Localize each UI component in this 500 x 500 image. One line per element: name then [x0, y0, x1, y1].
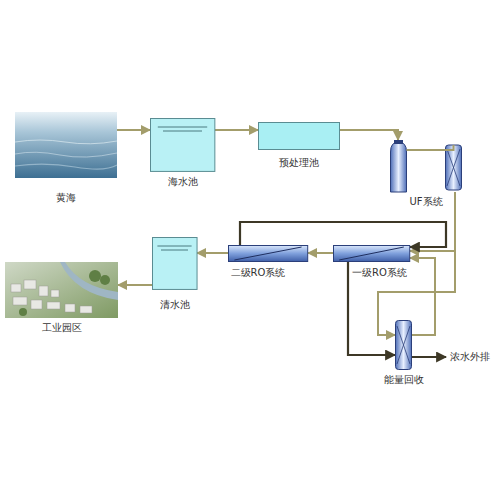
uf-node: UF系统	[390, 140, 462, 192]
park-node: 工业园区	[5, 262, 118, 318]
tank-node: 清水池	[152, 237, 197, 290]
flow-arrow	[197, 252, 228, 254]
tank-node: 海水池	[150, 118, 215, 172]
node-label: UF系统	[409, 196, 442, 208]
flow-arrow	[378, 192, 455, 335]
ro-node: 一级RO系统	[333, 245, 410, 262]
flow-arrow	[215, 129, 258, 131]
ro-symbol	[333, 245, 410, 262]
vessel-symbol	[395, 320, 412, 370]
node-label: 海水池	[168, 176, 198, 188]
node-label: 清水池	[160, 299, 190, 311]
flow-arrow	[410, 258, 435, 335]
discharge-arrow	[412, 356, 446, 358]
node-label: 能量回收	[384, 374, 424, 386]
pool-symbol	[258, 122, 340, 150]
tank-symbol	[152, 237, 197, 290]
park-symbol	[5, 262, 118, 318]
sea-node: 黄海	[15, 112, 117, 178]
node-label: 预处理池	[279, 157, 319, 169]
ro-node: 二级RO系统	[228, 245, 308, 262]
flow-arrow	[340, 130, 398, 140]
flow-arrow	[117, 129, 150, 131]
node-label: 一级RO系统	[352, 267, 407, 279]
outlet-label: 浓水外排	[450, 351, 490, 363]
vessel-node: 能量回收	[395, 320, 412, 370]
node-label: 黄海	[56, 192, 76, 204]
node-label: 二级RO系统	[231, 267, 286, 279]
flow-arrow	[308, 252, 333, 254]
flow-arrow	[410, 192, 455, 251]
flow-arrow	[118, 284, 152, 286]
ro-symbol	[228, 245, 308, 262]
node-label: 工业园区	[42, 322, 82, 334]
tank-symbol	[150, 118, 215, 172]
uf-symbol	[390, 140, 462, 192]
pool-node: 预处理池	[258, 122, 340, 150]
flow-arrow	[240, 222, 446, 247]
sea-symbol	[15, 112, 117, 178]
